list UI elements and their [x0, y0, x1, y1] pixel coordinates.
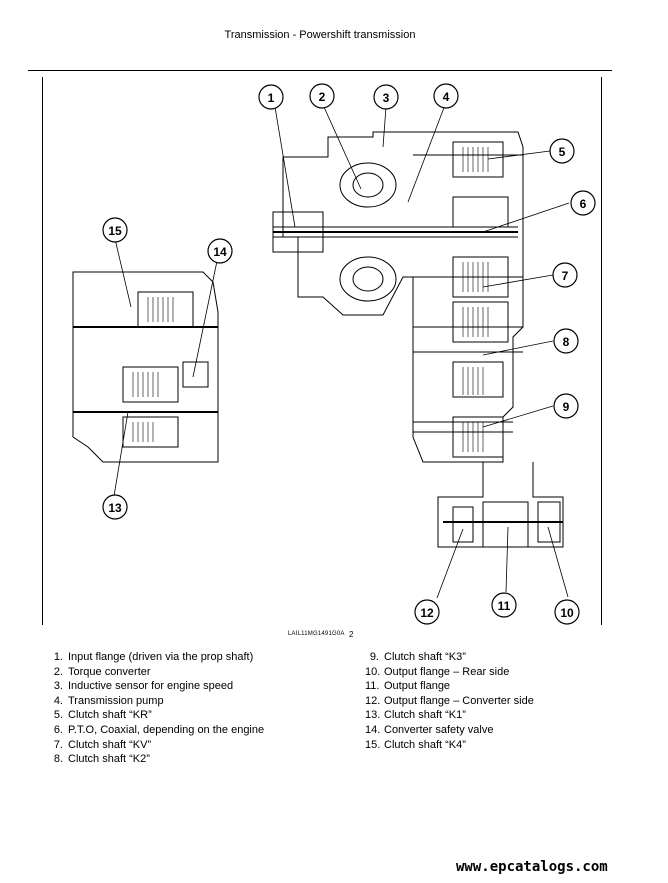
callout-label-9: 9 — [563, 400, 570, 414]
legend-item: 14.Converter safety valve — [365, 723, 625, 738]
clutch-k4 — [137, 291, 194, 328]
legend-text: Clutch shaft “K1” — [384, 709, 466, 722]
legend-number: 8. — [53, 753, 63, 766]
legend-text: Torque converter — [68, 665, 151, 678]
callout-circle-12 — [414, 599, 440, 625]
callout-label-14: 14 — [213, 245, 227, 259]
callout-label-10: 10 — [560, 606, 574, 620]
legend-left: 1. Input flange (driven via the prop shaf… — [48, 650, 348, 767]
callout-label-4: 4 — [443, 90, 450, 104]
legend-item: 12.Output flange – Converter side — [365, 694, 625, 709]
legend-text: Clutch shaft “K3” — [384, 651, 466, 663]
figure-caption-code: LAIL11MG1491G0A — [288, 631, 345, 637]
legend-number: 5. — [53, 709, 63, 722]
legend-number: 11. — [365, 680, 380, 693]
callout-circle-10 — [554, 599, 580, 625]
callout-label-7: 7 — [562, 269, 569, 283]
callout-circle-7 — [552, 262, 578, 288]
legend-text: Output flange – Rear side — [384, 665, 510, 678]
callout-label-5: 5 — [559, 145, 566, 159]
legend-number: 15. — [365, 738, 381, 751]
callout-circle-6 — [570, 190, 596, 216]
callout-label-8: 8 — [563, 335, 570, 349]
converter-safety-valve — [182, 361, 209, 388]
legend-number: 4. — [53, 694, 63, 707]
legend-text: P.T.O, Coaxial, depending on the engine — [68, 723, 265, 736]
legend-number: 2. — [53, 665, 63, 678]
legend-item: 13.Clutch shaft “K1” — [365, 708, 625, 723]
callout-circle-2 — [309, 83, 335, 109]
clutch-k1-lower — [122, 416, 179, 448]
page-title: Transmission - Powershift transmission — [224, 29, 416, 41]
torque-converter-lower — [339, 256, 397, 302]
callout-label-11: 11 — [498, 599, 511, 613]
legend-item: 8. Clutch shaft “K2” — [48, 752, 348, 767]
figure-number: 2 — [349, 630, 354, 639]
legend-item: 9. Clutch shaft “K3” — [365, 650, 625, 665]
legend-item: 11. Output flange — [365, 679, 625, 694]
callout-circle-15 — [102, 217, 128, 243]
torque-converter-upper — [339, 162, 397, 208]
diagram-svg: 1 2 3 4 5 6 7 8 9 10 11 12 13 14 15 — [72, 83, 596, 625]
callout-circle-1 — [258, 84, 284, 110]
watermark-url: www.epcatalogs.com — [456, 859, 608, 875]
left-housing-outline — [72, 271, 219, 463]
callout-label-13: 13 — [108, 501, 122, 515]
callout-label-2: 2 — [319, 90, 326, 104]
legend-item: 7. Clutch shaft “KV” — [48, 738, 348, 753]
legend-text: Output flange — [384, 680, 451, 693]
legend-number: 6. — [53, 723, 63, 736]
callout-circle-9 — [553, 393, 579, 419]
callout-circle-11 — [491, 592, 517, 618]
legend-right: 9. Clutch shaft “K3” 10.Output flange – R… — [365, 650, 625, 752]
legend-number: 3. — [53, 680, 63, 693]
legend-number: 9. — [369, 651, 379, 663]
callout-circle-8 — [553, 328, 579, 354]
legend-text: Inductive sensor for engine speed — [68, 680, 234, 693]
callout-label-1: 1 — [268, 91, 275, 105]
legend-number: 14. — [365, 723, 381, 736]
callout-label-3: 3 — [383, 91, 390, 105]
legend-number: 12. — [365, 694, 381, 707]
legend-text: Clutch shaft “K4” — [384, 738, 466, 751]
transmission-diagram: 1 2 3 4 5 6 7 8 9 10 11 12 13 14 15 — [42, 77, 602, 625]
callout-circle-4 — [433, 83, 459, 109]
legend-number: 13. — [365, 709, 381, 722]
header-divider — [28, 70, 612, 71]
callout-circle-5 — [549, 138, 575, 164]
legend-text: Clutch shaft “KV” — [68, 738, 152, 751]
legend-item: 4. Transmission pump — [48, 694, 348, 709]
clutch-k1-upper — [122, 366, 179, 403]
leader-lines — [113, 104, 570, 599]
output-housing — [437, 462, 564, 548]
legend-text: Clutch shaft “K2” — [68, 753, 150, 766]
callout-circle-13 — [102, 494, 128, 520]
output-flange-converter-side — [452, 506, 474, 543]
callout-label-15: 15 — [108, 224, 122, 238]
legend-item: 15.Clutch shaft “K4” — [365, 738, 625, 753]
legend-text: Converter safety valve — [384, 723, 494, 736]
legend-number: 1. — [53, 651, 63, 663]
output-flange — [482, 501, 529, 548]
legend-item: 10.Output flange – Rear side — [365, 665, 625, 680]
legend-text: Input flange (driven via the prop shaft) — [68, 651, 254, 663]
callout-circle-14 — [207, 238, 233, 264]
legend-text: Output flange – Converter side — [384, 694, 534, 707]
legend-item: 3. Inductive sensor for engine speed — [48, 679, 348, 694]
legend-number: 7. — [53, 738, 63, 751]
legend-text: Clutch shaft “KR” — [68, 709, 152, 722]
callout-circle-3 — [373, 84, 399, 110]
legend-item: 6. P.T.O, Coaxial, depending on the engin… — [48, 723, 348, 738]
legend-item: 5. Clutch shaft “KR” — [48, 708, 348, 723]
legend-number: 10. — [365, 665, 381, 678]
legend-item: 1. Input flange (driven via the prop shaf… — [48, 650, 348, 665]
callout-label-12: 12 — [420, 606, 434, 620]
callout-label-6: 6 — [580, 197, 587, 211]
clutch-packs-right — [413, 141, 523, 458]
legend-item: 2. Torque converter — [48, 665, 348, 680]
legend-text: Transmission pump — [68, 694, 164, 707]
